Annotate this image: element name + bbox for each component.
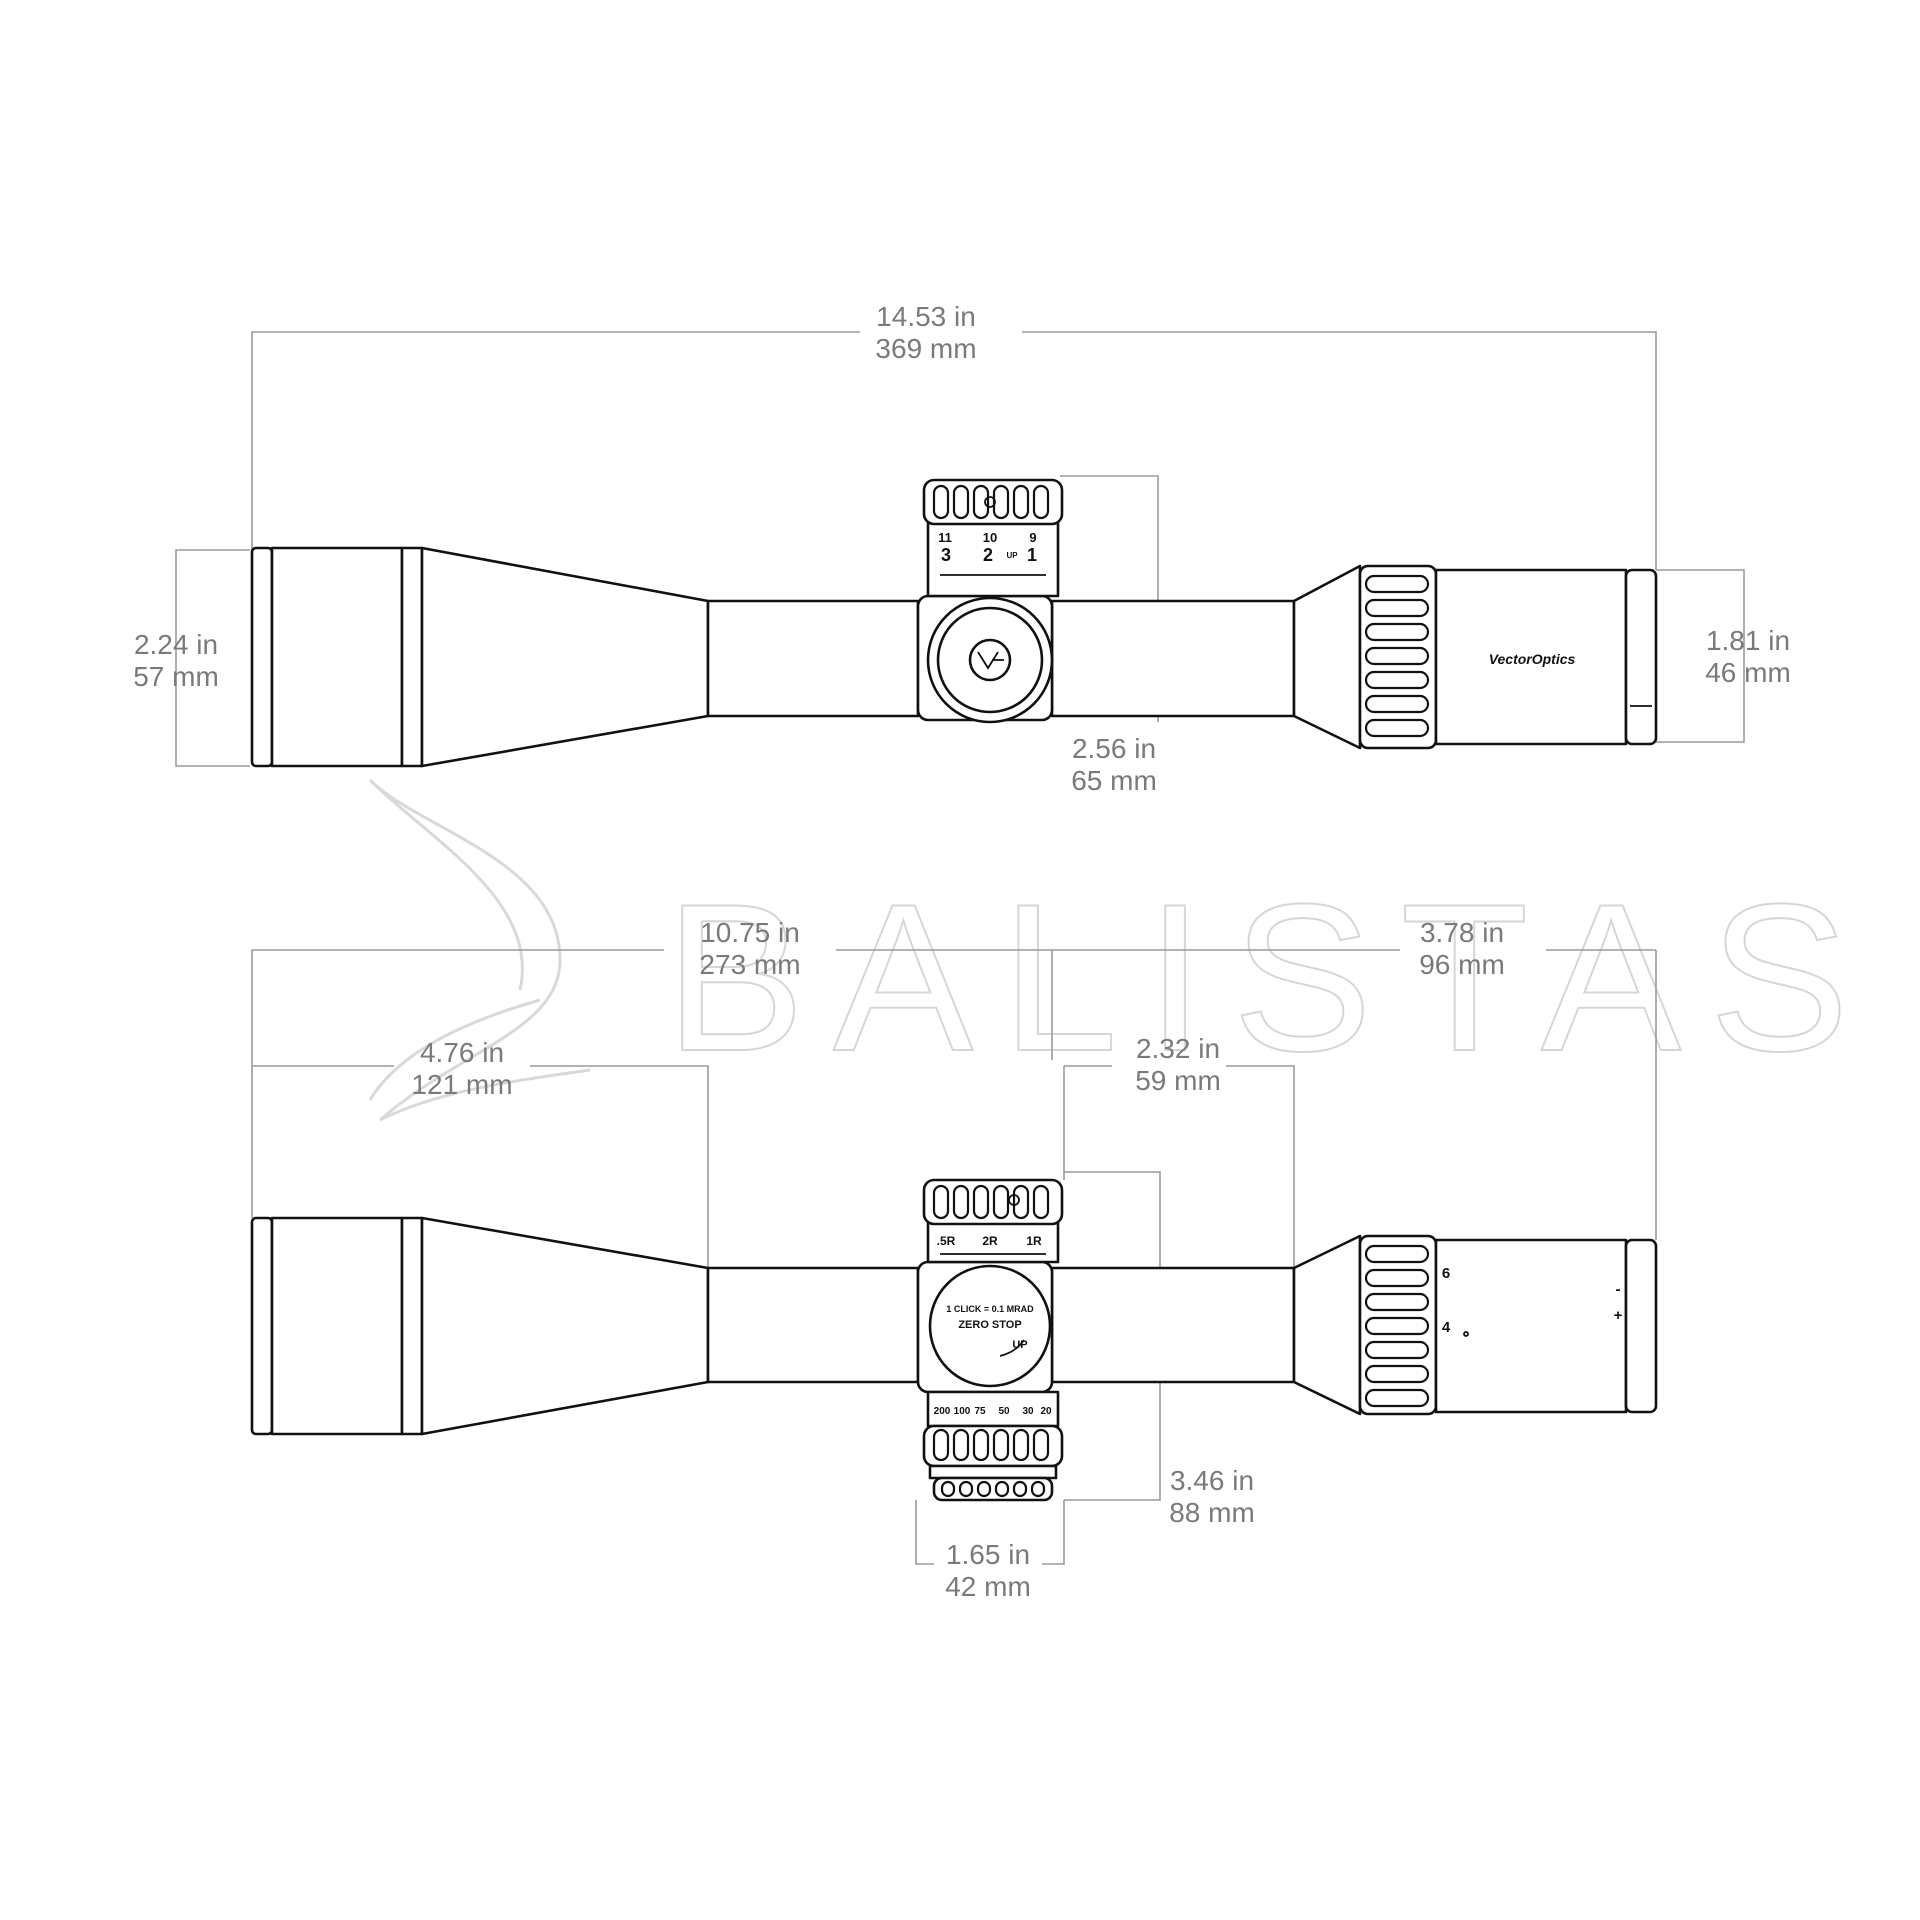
bottom-side-cap xyxy=(928,1264,1052,1388)
dim-turret-height-in: 2.56 in xyxy=(1072,733,1156,764)
dim-eyepiece-to-mount-in: 3.78 in xyxy=(1420,917,1504,948)
windage-mark-3: 1R xyxy=(1026,1234,1042,1248)
dim-objective-bell-mm: 121 mm xyxy=(411,1069,512,1100)
watermark-text: BALISTAS xyxy=(665,860,1877,1095)
bottom-objective-cap xyxy=(250,1216,274,1436)
bottom-objective-ring xyxy=(400,1216,424,1436)
elev-lower-mark-2: 2 xyxy=(983,545,993,565)
parallax-mark-50: 50 xyxy=(998,1406,1010,1417)
top-scope: VectorOptics 11 10 9 3 2 1 UP xyxy=(250,478,1658,768)
bottom-objective-taper xyxy=(420,1216,710,1436)
elev-upper-mark-2: 10 xyxy=(983,530,997,545)
bottom-windage-scale xyxy=(926,1220,1060,1264)
dim-bottom-turret-height-mm: 88 mm xyxy=(1169,1497,1255,1528)
side-cap-zero-stop-text: ZERO STOP xyxy=(958,1319,1021,1331)
diopter-plus-mark: + xyxy=(1614,1307,1623,1324)
dim-turret-width-in: 1.65 in xyxy=(946,1539,1030,1570)
power-mark-6: 6 xyxy=(1442,1265,1450,1282)
bottom-parallax-base-knurls xyxy=(940,1480,1046,1498)
top-objective-taper xyxy=(420,546,710,768)
top-dimension-labels: 14.53 in 369 mm 2.24 in 57 mm 2.56 in 65… xyxy=(133,301,1791,796)
diopter-minus-mark: - xyxy=(1616,1281,1621,1298)
parallax-mark-100: 100 xyxy=(954,1406,971,1417)
windage-mark-2: 2R xyxy=(982,1234,998,1248)
bottom-eyepiece-end xyxy=(1624,1238,1658,1414)
top-power-ring-knurls xyxy=(1364,574,1430,738)
parallax-mark-20: 20 xyxy=(1040,1406,1052,1417)
watermark-swoosh-icon xyxy=(368,778,591,1122)
dim-eyepiece-to-mount-mm: 96 mm xyxy=(1419,949,1505,980)
elev-lower-mark-3: 1 xyxy=(1027,545,1037,565)
ve-logo-icon xyxy=(968,638,1012,682)
brand-logo-text: VectorOptics xyxy=(1489,651,1576,667)
windage-mark-1: .5R xyxy=(937,1234,956,1248)
power-mark-4: 4 xyxy=(1442,1319,1451,1336)
dim-objective-height-mm: 57 mm xyxy=(133,661,219,692)
bottom-power-ring-knurls xyxy=(1364,1244,1430,1408)
elev-unit-mark: UP xyxy=(1006,551,1018,560)
parallax-mark-200: 200 xyxy=(934,1406,951,1417)
top-eyepiece-body xyxy=(1434,568,1628,746)
elev-lower-mark-1: 3 xyxy=(941,545,951,565)
balistas-watermark: BALISTAS xyxy=(368,778,1877,1122)
bottom-eyepiece-body xyxy=(1434,1238,1628,1414)
side-cap-click-text: 1 CLICK = 0.1 MRAD xyxy=(946,1304,1034,1314)
dim-eyepiece-height-in: 1.81 in xyxy=(1706,625,1790,656)
dim-turret-to-eyepiece-in: 2.32 in xyxy=(1136,1033,1220,1064)
top-objective-bell xyxy=(270,546,404,768)
bottom-windage-cap-knurls xyxy=(932,1184,1050,1220)
dim-objective-to-mount-mm: 273 mm xyxy=(699,949,800,980)
dim-bottom-turret-height-in: 3.46 in xyxy=(1170,1465,1254,1496)
elev-upper-mark-1: 11 xyxy=(938,530,952,545)
top-rear-tube xyxy=(1050,599,1296,718)
up-arrow-icon xyxy=(999,1339,1025,1357)
dim-objective-bell-in: 4.76 in xyxy=(420,1037,504,1068)
parallax-mark-75: 75 xyxy=(974,1406,986,1417)
top-eyepiece-end xyxy=(1624,568,1658,746)
dim-turret-width-mm: 42 mm xyxy=(945,1571,1031,1602)
bottom-parallax-ring xyxy=(928,1464,1058,1480)
top-elevation-cap-knurls xyxy=(932,484,1050,520)
top-eyepiece-taper xyxy=(1292,564,1362,750)
bottom-dimension-labels: 10.75 in 273 mm 3.78 in 96 mm 4.76 in 12… xyxy=(411,917,1504,1602)
top-objective-ring xyxy=(400,546,424,768)
elev-upper-mark-3: 9 xyxy=(1029,530,1036,545)
dim-overall-length-mm: 369 mm xyxy=(875,333,976,364)
parallax-mark-30: 30 xyxy=(1022,1406,1034,1417)
bottom-eyepiece-taper xyxy=(1292,1234,1362,1416)
top-dimension-lines xyxy=(175,331,1745,767)
bottom-parallax-knob-knurls xyxy=(932,1428,1050,1462)
bottom-scope: 6 4 + - 1 CLICK = 0.1 MRAD ZERO STOP UP … xyxy=(250,1178,1658,1502)
top-front-tube xyxy=(706,599,920,718)
bottom-rear-tube xyxy=(1050,1266,1296,1384)
dim-overall-length-in: 14.53 in xyxy=(876,301,976,332)
dim-objective-to-mount-in: 10.75 in xyxy=(700,917,800,948)
dim-turret-height-mm: 65 mm xyxy=(1071,765,1157,796)
bottom-front-tube xyxy=(706,1266,920,1384)
top-objective-cap xyxy=(250,546,274,768)
bottom-objective-bell xyxy=(270,1216,404,1436)
dim-eyepiece-height-mm: 46 mm xyxy=(1705,657,1791,688)
dim-turret-to-eyepiece-mm: 59 mm xyxy=(1135,1065,1221,1096)
dim-objective-height-in: 2.24 in xyxy=(134,629,218,660)
